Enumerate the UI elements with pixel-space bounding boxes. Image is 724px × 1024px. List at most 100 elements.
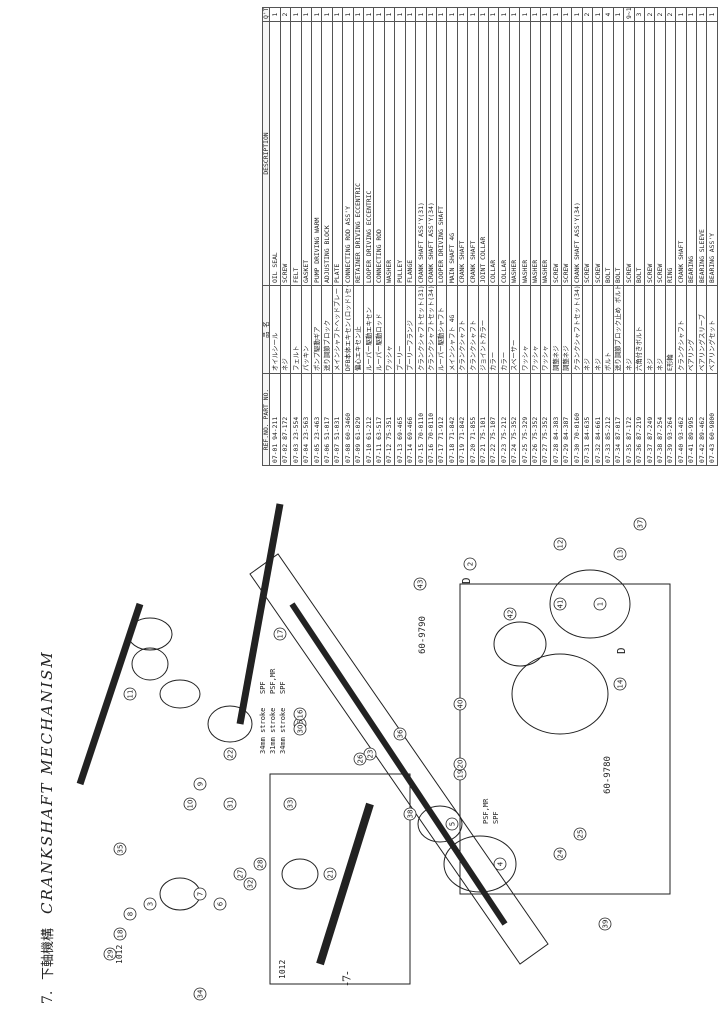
cell-qty: 2	[644, 7, 655, 22]
callout-number: 42	[507, 610, 515, 619]
cell-description: BEARING SLEEVE	[696, 21, 707, 286]
part-number: 75-352	[510, 416, 519, 440]
callout-number: 1	[597, 602, 605, 606]
part-number: 85-212	[603, 416, 612, 440]
cell-ref-part: 07-40 93-462	[675, 373, 687, 466]
callout-circle	[633, 517, 647, 531]
cell-qty: 1	[363, 7, 374, 22]
inset-shaft	[316, 802, 374, 966]
cell-ref-part: 07-32 84-661	[592, 373, 603, 466]
cell-ref-part: 07-07 51-031	[332, 373, 343, 466]
cell-ref-part: 07-01 94-211	[269, 373, 281, 466]
callout-number: 16	[297, 709, 305, 718]
part-number: 71-855	[468, 416, 477, 440]
eccentric-b	[159, 679, 201, 709]
cell-qty: 1	[426, 7, 437, 22]
ref-1012-a: 1012	[115, 945, 124, 964]
part-number: 87-254	[655, 416, 664, 440]
callout-circle	[273, 627, 287, 641]
callout-circle	[553, 847, 567, 861]
header-jp: 品 名	[262, 285, 270, 374]
cell-description: WASHER	[530, 21, 541, 286]
cell-ref-part: 07-37 87-249	[644, 373, 655, 466]
callout-number: 25	[577, 830, 585, 839]
cell-description: GASKET	[301, 21, 312, 286]
cell-name-jp: 偏心エキセン止	[353, 285, 364, 374]
cell-ref-part: 07-19 71-842	[457, 373, 468, 466]
callout-circle	[363, 747, 377, 761]
ref-number: 07-01	[270, 443, 279, 463]
cell-qty: 1	[446, 7, 458, 22]
callout-circle	[573, 827, 587, 841]
joint-collar-21	[281, 858, 319, 890]
cell-description: SCREW	[654, 21, 666, 286]
callout-number: 41	[557, 600, 565, 609]
ref-number: 07-32	[593, 443, 602, 463]
cell-description: COLLAR	[498, 21, 510, 286]
connecting-rod-11	[131, 647, 169, 681]
callout-circle	[223, 797, 237, 811]
cell-ref-part: 07-04 23-563	[301, 373, 312, 466]
callout-circle	[353, 752, 367, 766]
cell-ref-part: 07-28 84-383	[550, 373, 562, 466]
callout-circle	[453, 757, 467, 771]
cell-description: SCREW	[550, 21, 562, 286]
callout-circle	[403, 807, 417, 821]
cell-name-jp: クランクシャフトセット(34)	[571, 285, 583, 374]
callout-circle	[283, 797, 297, 811]
bearing-41	[493, 621, 547, 667]
cell-ref-part: 07-27 75-352	[540, 373, 551, 466]
part-number: 75-212	[499, 416, 508, 440]
part-number: 71-842	[458, 416, 467, 440]
cell-qty: 1	[467, 7, 479, 22]
section-number: 7.	[40, 991, 56, 1004]
stroke-34b-code: SPF	[279, 681, 287, 694]
cell-name-jp: プーリーフランジ	[405, 285, 416, 374]
ref-number: 07-23	[499, 443, 508, 463]
cell-ref-part: 07-02 87-172	[280, 373, 291, 466]
callout-number: 6	[217, 901, 225, 906]
callout-circle	[193, 987, 207, 1001]
callout-number: 11	[127, 690, 135, 699]
callout-circle	[183, 797, 197, 811]
ref-number: 07-26	[531, 443, 540, 463]
cell-description: MAIN SHAFT 4G	[446, 21, 458, 286]
cell-name-jp: クランクシャフト	[457, 285, 468, 374]
cell-qty: 1	[675, 7, 687, 22]
ref-number: 07-14	[406, 443, 415, 463]
callout-number: 23	[367, 750, 375, 759]
callout-circle	[613, 547, 627, 561]
cell-qty: 1	[415, 7, 426, 22]
cell-name-jp: オイルシール	[269, 285, 281, 374]
cell-description: OIL SEAL	[269, 21, 281, 286]
part-number: 89-462	[697, 416, 706, 440]
callout-circle	[323, 867, 337, 881]
cell-name-jp: 六角付きボルト	[634, 285, 645, 374]
parts-table-header: REF.NO. PART NO. 品 名 DESCRIPTION Q'TY	[262, 7, 270, 466]
cell-description: SCREW	[280, 21, 291, 286]
cell-name-jp: DFB本体エキセン(ロッド)セット	[342, 285, 354, 374]
cell-qty: 1	[613, 7, 624, 22]
ref-number: 07-24	[510, 443, 519, 463]
part-number: 87-172	[281, 416, 290, 440]
ref-number: 07-34	[614, 443, 623, 463]
callout-circle	[553, 597, 567, 611]
cell-ref-part: 07-13 69-465	[394, 373, 406, 466]
cell-name-jp: 調整ネジ	[550, 285, 562, 374]
stroke-31-code: PSF,MR	[269, 668, 277, 694]
part-number: 84-661	[593, 416, 602, 440]
callout-number: 19	[457, 770, 465, 779]
cell-ref-part: 07-31 84-635	[582, 373, 593, 466]
callout-number: 17	[277, 630, 285, 639]
